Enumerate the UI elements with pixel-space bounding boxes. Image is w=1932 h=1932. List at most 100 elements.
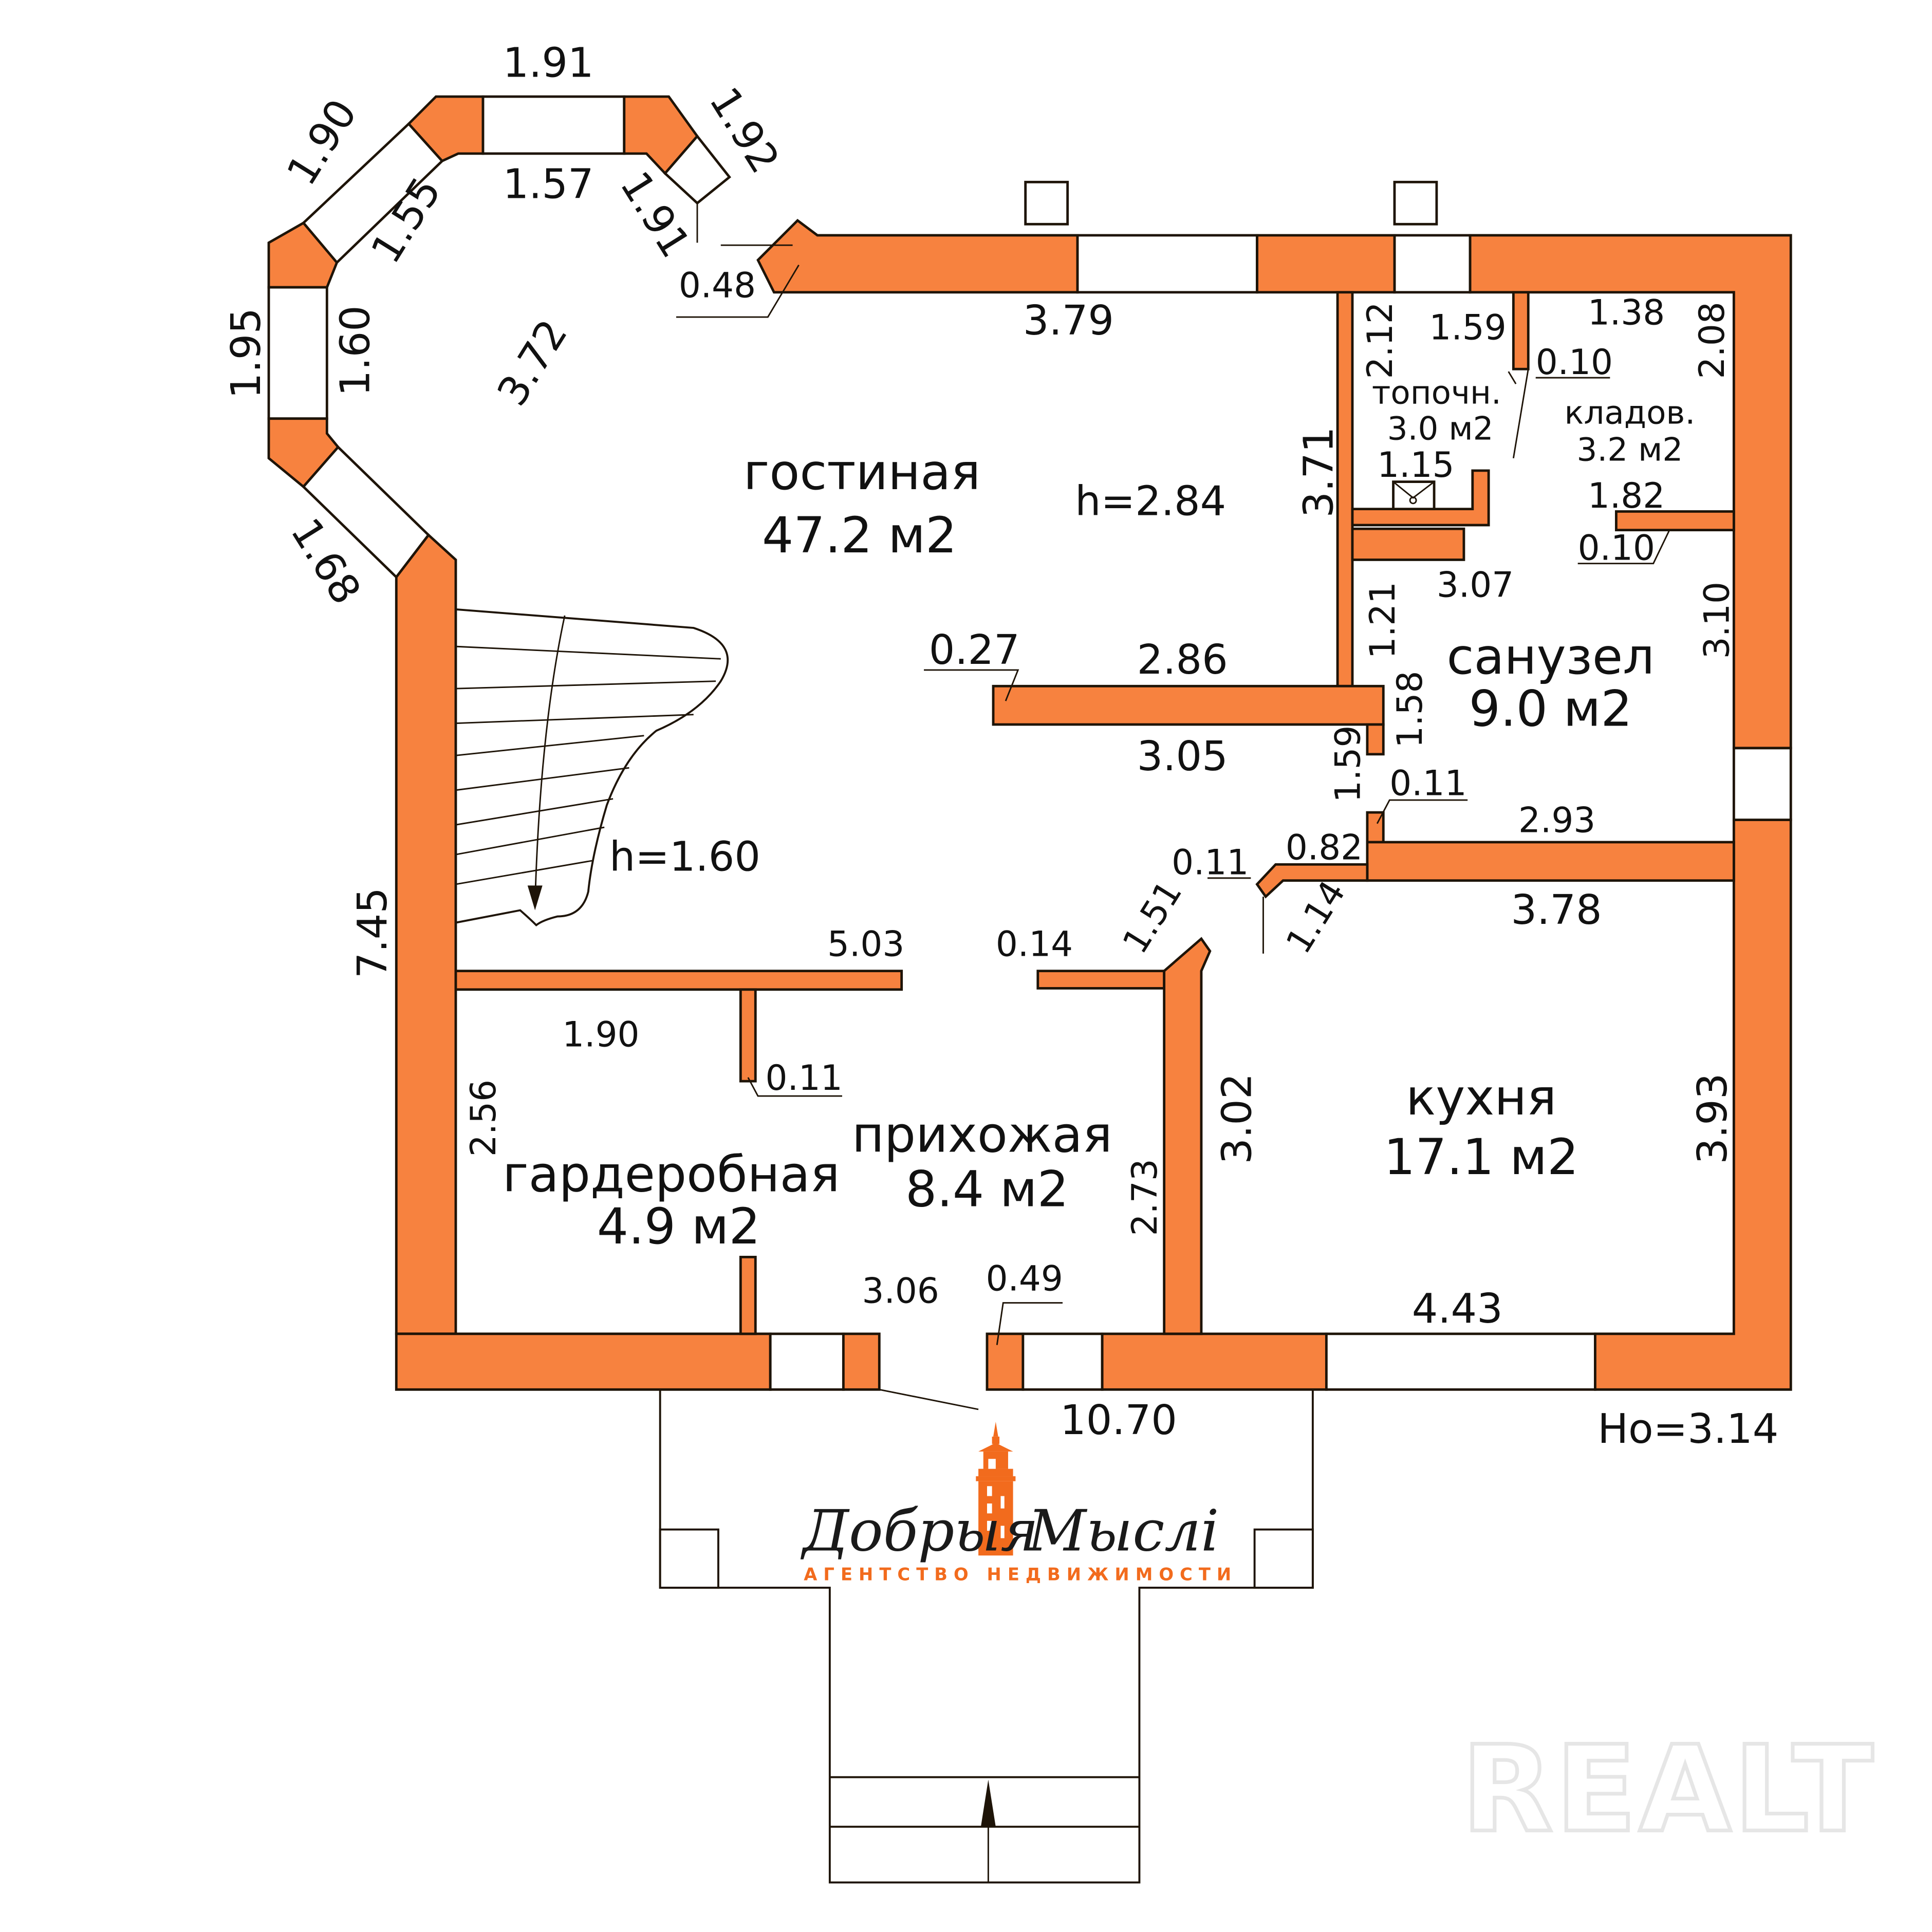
dim-storage-height: 2.08 bbox=[1692, 302, 1732, 379]
room-name-kitchen: кухня bbox=[1406, 1069, 1556, 1126]
dimension-labels: 1.91 1.57 1.90 1.55 1.92 1.91 1.95 1.60 … bbox=[222, 39, 1737, 1444]
dim-bay-top-inner: 1.57 bbox=[503, 160, 594, 208]
logo-word-2: Мыслі bbox=[1027, 1498, 1219, 1565]
dim-bath-east: 3.10 bbox=[1697, 582, 1737, 659]
room-name-storage: кладов. bbox=[1564, 394, 1695, 431]
wall-kitchen-west bbox=[1163, 937, 1212, 1335]
window-east bbox=[1732, 747, 1792, 821]
dim-west-outer: 1.95 bbox=[222, 308, 270, 399]
dim-hall-diag: 1.51 bbox=[1114, 874, 1190, 960]
exterior-walls bbox=[395, 180, 1792, 1391]
dim-kitchen-bottom: 4.43 bbox=[1412, 1285, 1503, 1332]
dim-bay-step: 0.48 bbox=[679, 265, 756, 305]
wall-west bbox=[395, 533, 457, 1335]
dim-north-living: 3.79 bbox=[1023, 296, 1114, 344]
wall-wardrobe-stub bbox=[739, 988, 757, 1083]
dim-entry-stub: 0.49 bbox=[986, 1258, 1063, 1298]
dim-east-core: 3.71 bbox=[1294, 426, 1342, 517]
porch-column-left bbox=[659, 1528, 719, 1589]
wall-bath-stub-2 bbox=[1366, 811, 1385, 844]
room-area-bathroom: 9.0 м2 bbox=[1469, 680, 1632, 737]
room-name-boiler: топочн. bbox=[1372, 374, 1501, 412]
window-south-kitchen bbox=[1325, 1332, 1596, 1391]
dim-wardrobe-stub: 0.11 bbox=[766, 1057, 843, 1098]
window-south-2 bbox=[1021, 1332, 1104, 1391]
room-area-storage: 3.2 м2 bbox=[1577, 431, 1683, 469]
dim-boiler-inner: 1.15 bbox=[1377, 444, 1454, 485]
dim-bath-top: 3.07 bbox=[1437, 565, 1514, 605]
porch bbox=[659, 1389, 1314, 1884]
wall-storage-south bbox=[1614, 510, 1735, 531]
wall-bath-door-stub bbox=[1366, 723, 1385, 756]
room-area-kitchen: 17.1 м2 bbox=[1384, 1128, 1578, 1186]
wall-south-door-jamb-right bbox=[986, 1332, 1025, 1391]
wall-boiler-south bbox=[1351, 469, 1490, 527]
wall-south-mid bbox=[1101, 1332, 1328, 1391]
dim-entry-width: 3.06 bbox=[862, 1271, 939, 1311]
room-labels: гостиная 47.2 м2 топочн. 3.0 м2 кладов. … bbox=[503, 374, 1695, 1255]
room-area-living: 47.2 м2 bbox=[762, 507, 957, 564]
wall-boiler-storage bbox=[1512, 291, 1530, 370]
agency-logo: Добрыя Мыслі АГЕНТСТВО НЕДВИЖИМОСТИ bbox=[801, 1421, 1231, 1584]
dim-wardrobe-inner: 1.90 bbox=[562, 1014, 639, 1055]
dim-kitchen-east: 3.93 bbox=[1688, 1073, 1736, 1164]
entrance-arrow-icon bbox=[980, 1779, 996, 1827]
dim-bath-stub: 0.11 bbox=[1389, 763, 1466, 803]
dim-hall-stub: 0.14 bbox=[996, 924, 1073, 964]
dim-partition-bottom: 3.05 bbox=[1137, 732, 1228, 780]
leader-lines bbox=[676, 244, 1670, 1410]
height-overall: Ho=3.14 bbox=[1597, 1405, 1778, 1453]
boiler-icon-dot bbox=[1409, 496, 1417, 505]
dim-storage-bottom: 1.82 bbox=[1588, 475, 1665, 516]
dim-kitchen-west: 3.02 bbox=[1213, 1073, 1260, 1164]
dim-bath-bottom: 2.93 bbox=[1518, 800, 1595, 841]
wall-wardrobe-lower bbox=[739, 1256, 757, 1335]
room-name-living: гостиная bbox=[744, 443, 981, 501]
dim-wardrobe-height: 2.56 bbox=[463, 1080, 504, 1157]
dim-kitchen-stub: 0.11 bbox=[1172, 842, 1249, 883]
wall-partition-living bbox=[992, 684, 1385, 726]
window-bay-west bbox=[267, 286, 328, 420]
dim-hall-height: 2.73 bbox=[1124, 1159, 1165, 1236]
dim-bath-door-b: 1.59 bbox=[1327, 726, 1368, 803]
dim-partition-top: 2.86 bbox=[1137, 636, 1228, 683]
dim-wardrobe-top: 5.03 bbox=[827, 924, 904, 964]
dim-boiler-height: 2.12 bbox=[1360, 302, 1400, 379]
wall-hall-stub bbox=[1036, 970, 1166, 990]
dim-boiler-width: 1.59 bbox=[1429, 307, 1506, 347]
dim-bath-door-a: 1.58 bbox=[1389, 671, 1430, 748]
dim-storage-wall: 0.10 bbox=[1536, 342, 1613, 382]
dim-bath-left: 1.21 bbox=[1362, 582, 1403, 659]
dim-west-inner: 1.60 bbox=[331, 305, 379, 396]
window-south-1 bbox=[769, 1332, 845, 1391]
stair-walkline bbox=[534, 615, 566, 904]
room-area-boiler: 3.0 м2 bbox=[1387, 410, 1494, 448]
bay-window bbox=[267, 95, 732, 579]
porch-column-right bbox=[1253, 1528, 1314, 1589]
dim-west-total: 7.45 bbox=[348, 887, 396, 978]
room-name-bathroom: санузел bbox=[1446, 628, 1654, 685]
dim-kitchen-diag: 1.14 bbox=[1278, 874, 1353, 960]
realt-watermark: REALT bbox=[1461, 1720, 1875, 1859]
wall-north-mid bbox=[1255, 234, 1396, 294]
stair-treads bbox=[455, 645, 721, 885]
height-living: h=2.84 bbox=[1075, 477, 1226, 525]
room-area-wardrobe: 4.9 м2 bbox=[597, 1198, 760, 1255]
wall-kitchen-stub-diag bbox=[1255, 863, 1369, 899]
wall-kitchen-north bbox=[1366, 841, 1735, 882]
dim-kitchen-door: 0.82 bbox=[1286, 827, 1363, 868]
dim-bay-top-outer: 1.91 bbox=[503, 39, 594, 86]
dim-storage-width: 1.38 bbox=[1588, 292, 1665, 332]
stair-outline bbox=[455, 608, 729, 927]
room-name-hall: прихожая bbox=[852, 1106, 1112, 1164]
chimney-1 bbox=[1024, 180, 1069, 226]
dim-total-width: 10.70 bbox=[1060, 1396, 1177, 1444]
wall-north-west bbox=[756, 218, 1079, 294]
staircase bbox=[455, 608, 729, 927]
lighthouse-icon bbox=[976, 1421, 1016, 1556]
wall-wardrobe-north bbox=[454, 970, 903, 991]
window-north-living bbox=[1076, 234, 1258, 294]
window-bay-top bbox=[481, 95, 626, 155]
room-name-wardrobe: гардеробная bbox=[503, 1146, 840, 1203]
